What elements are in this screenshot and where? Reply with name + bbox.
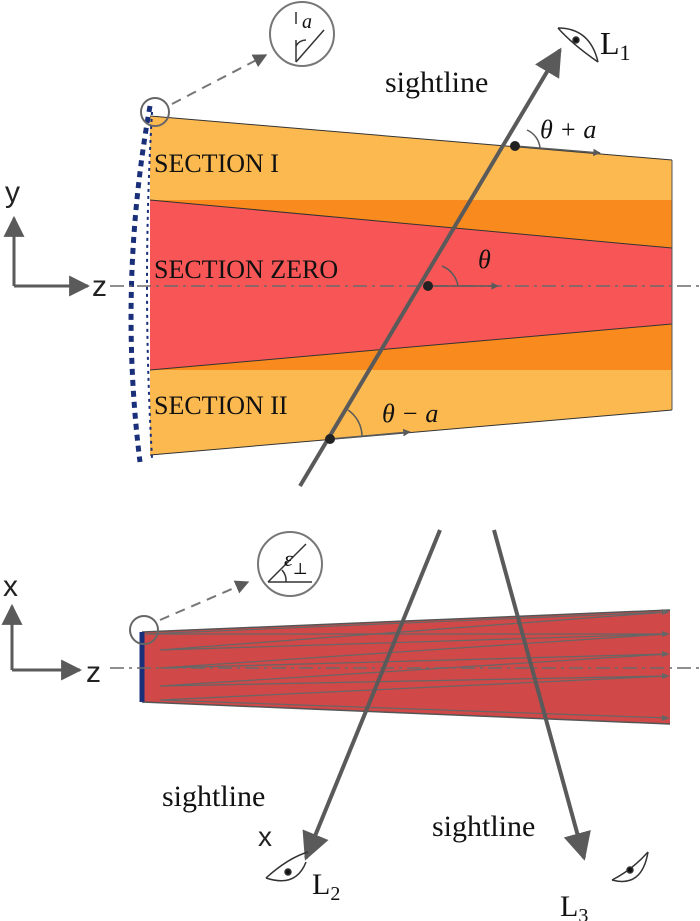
inset-circle-top — [269, 1, 335, 67]
sightline-right — [492, 529, 591, 861]
axis-x-label: x — [3, 570, 18, 603]
top-panel: y z SECTION I SECTION ZERO SECTION II si… — [3, 1, 700, 488]
xz-axes — [1, 603, 83, 681]
sightline-left-x-label: x — [258, 821, 272, 852]
observer-l1-eye-icon — [557, 27, 599, 63]
curved-front-edge — [128, 105, 153, 463]
section-zero-label: SECTION ZERO — [154, 255, 338, 284]
axis-z-label-bottom: z — [86, 656, 101, 689]
sightline-left — [302, 529, 442, 861]
section-1-label: SECTION I — [154, 149, 279, 178]
sightline-left-label: sightline — [162, 780, 265, 813]
bottom-panel: x z sightline x sightline L2 L3 — [1, 529, 700, 921]
angle-middle-label: θ — [478, 245, 491, 274]
zoom-marker-top — [140, 97, 170, 127]
angle-upper-label: θ + a — [540, 115, 596, 144]
sightline-top-label: sightline — [385, 66, 488, 99]
section-zero-region — [150, 200, 672, 370]
sightline-right-label: sightline — [432, 810, 535, 843]
axis-z-label-top: z — [92, 270, 107, 303]
zoom-marker-bottom — [129, 615, 159, 645]
section-2-region — [150, 370, 672, 455]
observer-l1-label: L1 — [600, 25, 631, 65]
observer-l3-label: L3 — [560, 890, 588, 921]
bottom-body — [142, 610, 670, 724]
inset-circle-bottom — [257, 531, 323, 597]
inset-bottom-label: ε⊥ — [284, 546, 308, 578]
axis-y-label: y — [5, 176, 20, 209]
angle-lower-label: θ − a — [382, 399, 438, 428]
reflection-rays — [144, 611, 669, 719]
observer-l2-eye-icon — [265, 851, 309, 882]
section-2-label: SECTION II — [154, 391, 288, 420]
observer-l2-label: L2 — [312, 868, 340, 905]
inset-top-label: a — [302, 11, 312, 33]
yz-axes — [3, 215, 91, 297]
sightline-top — [298, 47, 562, 488]
observer-l3-eye-icon — [611, 851, 649, 883]
